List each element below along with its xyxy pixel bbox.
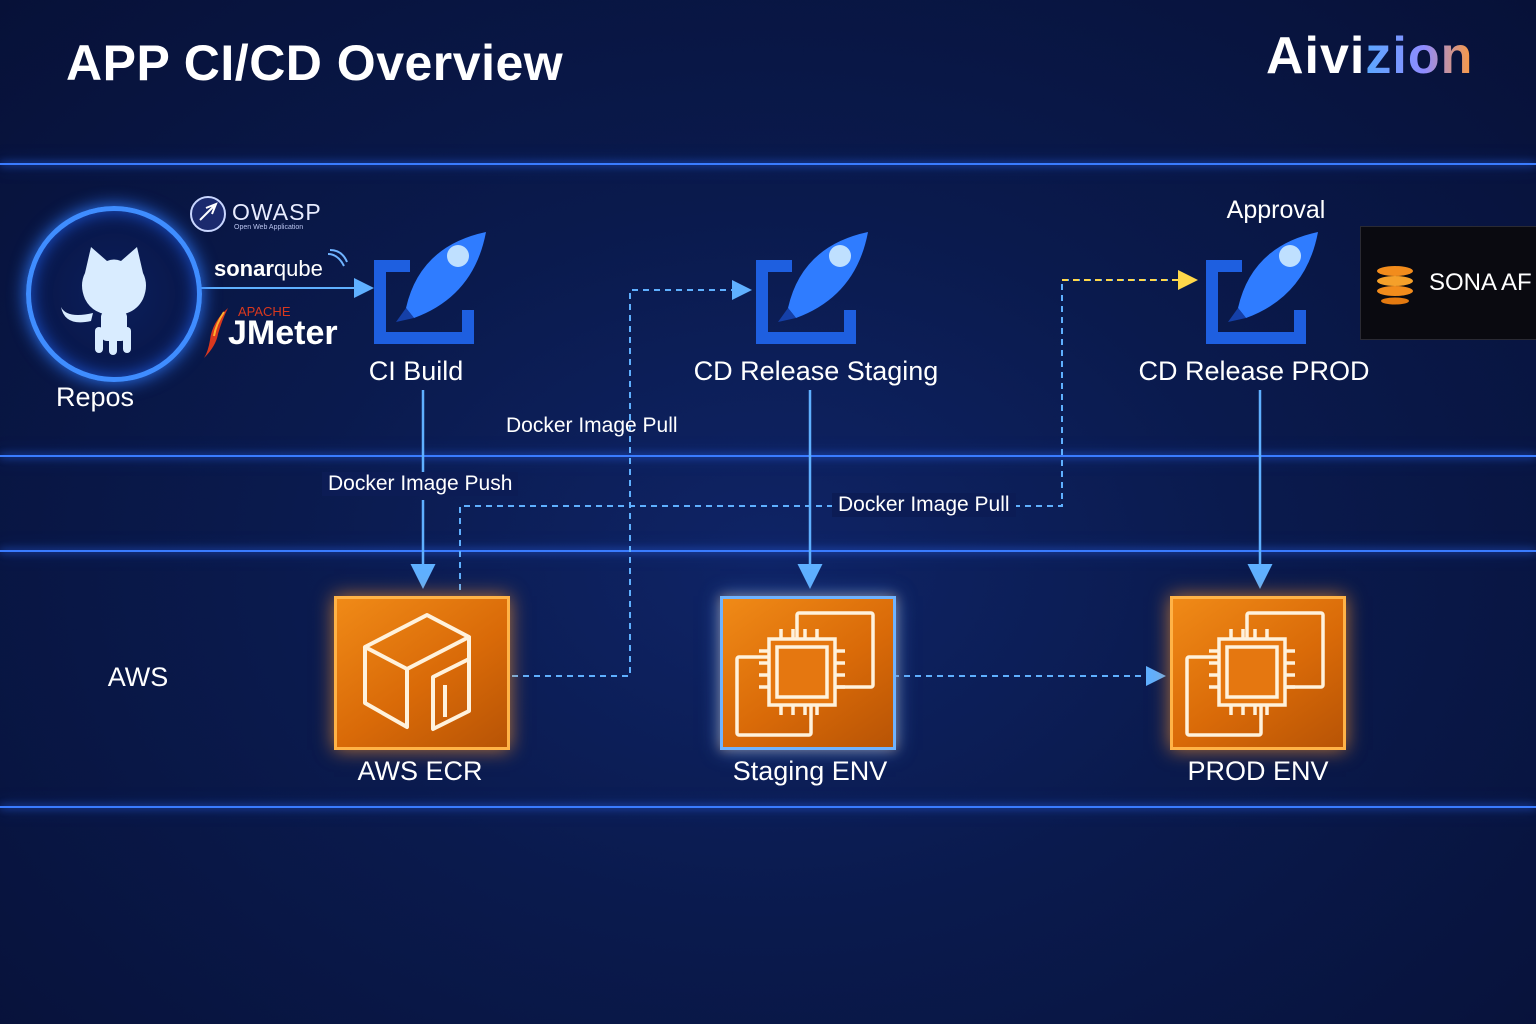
lane-divider-middle [0,455,1536,457]
lane-divider-bottom [0,806,1536,808]
prod-env-node[interactable] [1170,596,1346,750]
ci-build-label: CI Build [368,356,464,386]
owasp-label: OWASP [232,199,322,225]
ci-build-rocket-icon[interactable] [366,226,496,346]
cd-prod-label: CD Release PROD [1138,356,1370,386]
ec2-chip-icon [1185,611,1325,737]
docker-pull-staging-label: Docker Image Pull [506,414,678,437]
cd-prod-rocket-icon[interactable] [1198,226,1328,346]
staging-env-node[interactable] [720,596,896,750]
docker-push-label: Docker Image Push [322,472,519,496]
brand-suffix: zion [1365,27,1474,85]
sonarqube-icon [326,248,348,270]
prod-pull-connector [459,279,1194,590]
staging-pull-connector [512,280,752,677]
owasp-tagline: Open Web Application [234,224,304,231]
lane-divider-aws-top [0,550,1536,552]
staging-env-label: Staging ENV [732,756,888,786]
sonarqube-logo: sonarqube [214,256,323,282]
owasp-icon [188,194,228,234]
page-title: APP CI/CD Overview [66,35,564,91]
aws-ecr-icon [363,613,471,731]
repos-node[interactable] [26,206,202,382]
sonarqube-light: qube [273,256,323,281]
sona-label: SONA AF [1429,269,1532,296]
sonarqube-bold: sonar [214,256,274,281]
lane-divider-top [0,163,1536,165]
brand-logo: Aivizion [1266,26,1473,86]
github-icon [61,247,146,355]
jmeter-label: JMeter [228,314,338,352]
docker-pull-prod-label: Docker Image Pull [832,493,1016,517]
brand-prefix: Aivi [1266,27,1366,85]
sona-panel: SONA AF [1360,226,1536,340]
repos-label: Repos [55,382,135,412]
cd-staging-rocket-icon[interactable] [748,226,878,346]
jmeter-icon [202,306,232,360]
sona-icon [1373,261,1417,305]
aws-ecr-node[interactable] [334,596,510,750]
jmeter-apache: APACHE [238,304,291,319]
prod-env-label: PROD ENV [1187,756,1329,786]
aws-lane-label: AWS [107,662,169,692]
cd-staging-label: CD Release Staging [693,356,939,386]
approval-label: Approval [1226,196,1326,224]
ec2-chip-icon [735,611,875,737]
aws-ecr-label: AWS ECR [357,756,483,786]
